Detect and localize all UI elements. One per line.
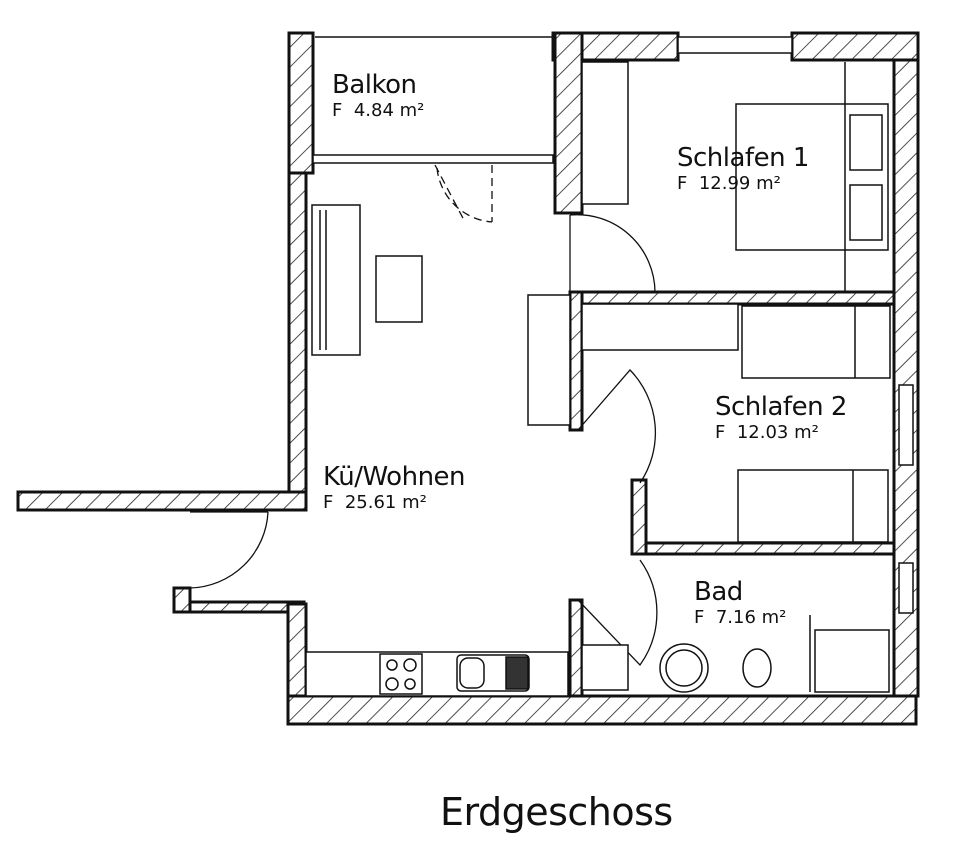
shelf-bedroom2 (581, 303, 739, 351)
room-name: Schlafen 2 (715, 392, 847, 422)
wall-bedroom-partition (568, 290, 896, 306)
window-bath (898, 562, 914, 614)
door-entry (189, 511, 269, 589)
room-name: Balkon (332, 70, 417, 100)
cabinet (527, 294, 571, 426)
room-area: F 12.03 m² (715, 422, 819, 443)
wall-bottom (286, 694, 918, 726)
room-name: Bad (694, 577, 743, 607)
bath-cabinet (581, 644, 629, 691)
wall-bedroom1-left (553, 31, 584, 215)
wardrobe-bedroom1 (581, 61, 629, 205)
window-bedroom2 (898, 384, 914, 466)
shower (814, 629, 890, 693)
door-balcony (434, 164, 493, 223)
wall-left-upper (287, 31, 315, 175)
room-label-bad: Bad F 7.16 m² (694, 577, 786, 628)
floor-title: Erdgeschoss (440, 790, 673, 834)
room-area: F 7.16 m² (694, 607, 787, 628)
toilet (742, 648, 772, 688)
furniture (305, 61, 891, 697)
window-balcony (312, 154, 554, 164)
sofa (311, 204, 361, 356)
wall-entry-top (16, 490, 308, 512)
room-label-schlafen1: Schlafen 1 F 12.99 m² (677, 143, 809, 194)
doors (189, 164, 658, 667)
room-label-schlafen2: Schlafen 2 F 12.03 m² (715, 392, 847, 443)
room-area: F 12.99 m² (677, 173, 781, 194)
door-bath (577, 559, 658, 667)
wall-left-lower (286, 602, 308, 698)
bed-lower (737, 469, 889, 543)
room-area: F 25.61 m² (323, 492, 427, 513)
wall-entry-bottom (176, 600, 306, 614)
windows (312, 36, 914, 614)
door-bedroom2 (577, 369, 657, 484)
room-area: F 4.84 m² (332, 100, 425, 121)
room-name: Schlafen 1 (677, 143, 809, 173)
room-label-balkon: Balkon F 4.84 m² (332, 70, 424, 121)
dining-table (375, 255, 423, 323)
door-bedroom1 (569, 214, 656, 293)
bed-upper (741, 305, 891, 379)
room-label-kue-wohnen: Kü/Wohnen F 25.61 m² (323, 462, 466, 513)
wall-bath-partition (630, 541, 896, 556)
window-bedroom1 (677, 36, 793, 54)
stove (379, 653, 423, 695)
wall-bath-left (568, 598, 584, 698)
room-name: Kü/Wohnen (323, 462, 466, 492)
